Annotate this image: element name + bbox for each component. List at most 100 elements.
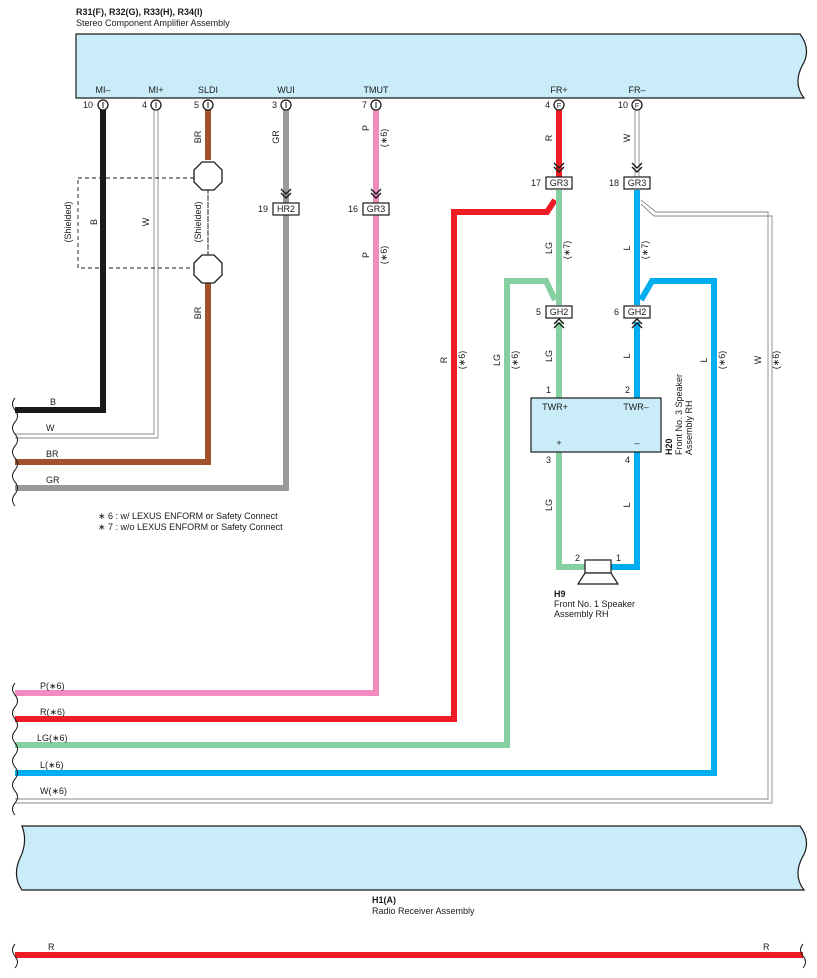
- amp-pin-mi-plus: 4: [142, 99, 162, 111]
- tweeter-name-1: Front No. 3 Speaker: [674, 374, 684, 455]
- tweeter-plus: +: [556, 438, 561, 448]
- svg-text:6: 6: [614, 307, 619, 317]
- label-shielded-right: (Shielded): [193, 201, 203, 242]
- terminal-label-tmut: TMUT: [364, 85, 389, 95]
- speaker-pin-1: 1: [616, 553, 621, 563]
- amp-pin-sldi: 5: [194, 99, 214, 111]
- terminal-label-mi-minus: MI–: [95, 85, 110, 95]
- speaker-code: H9: [554, 589, 566, 599]
- wire-w-fr-b: [15, 203, 773, 804]
- label-lg-upper-note: (∗7): [562, 241, 572, 260]
- wire-w-fr-a: [15, 199, 769, 800]
- tweeter-twr-plus: TWR+: [542, 402, 568, 412]
- svg-text:10: 10: [618, 100, 628, 110]
- amp-pin-fr-plus: F 4: [545, 99, 565, 111]
- bottom-wire-label-left: R: [48, 942, 55, 952]
- svg-text:F: F: [557, 103, 561, 110]
- label-w-mid: W: [753, 355, 763, 364]
- wire-br-lower: [15, 283, 211, 465]
- label-lg-mid: LG: [492, 354, 502, 366]
- wire-w: [15, 105, 159, 439]
- svg-text:GR3: GR3: [367, 204, 386, 214]
- exit-label-br: BR: [46, 449, 59, 459]
- tweeter-body: [530, 397, 662, 453]
- label-lg-tweeter: LG: [544, 350, 554, 362]
- wire-b: [15, 105, 106, 413]
- svg-text:7: 7: [362, 100, 367, 110]
- exit-label-l: L(∗6): [40, 760, 64, 770]
- svg-text:GR3: GR3: [550, 178, 569, 188]
- tweeter-twr-minus: TWR–: [623, 402, 649, 412]
- wire-l-to-speaker: [611, 452, 640, 570]
- svg-text:GH2: GH2: [550, 307, 569, 317]
- exit-label-p: P(∗6): [40, 681, 65, 691]
- amp-pin-wui: 3: [272, 99, 292, 111]
- svg-text:19: 19: [258, 204, 268, 214]
- amplifier-code: R31(F), R32(G), R33(H), R34(I): [76, 7, 203, 17]
- terminal-label-wui: WUI: [277, 85, 295, 95]
- amp-pin-tmut: 7: [362, 99, 382, 111]
- terminal-label-fr-plus: FR+: [550, 85, 567, 95]
- amp-pin-mi-minus: 10: [83, 99, 109, 111]
- exit-label-lg: LG(∗6): [37, 733, 68, 743]
- bottom-wire-label-right: R: [763, 942, 770, 952]
- junction-gr3-18: GR3 18: [609, 162, 651, 190]
- terminal-label-sldi: SLDI: [198, 85, 218, 95]
- label-l-upper: L: [622, 245, 632, 250]
- label-w-shielded: W: [141, 217, 151, 226]
- break-marks-left: [12, 397, 806, 969]
- exit-label-w: W: [46, 423, 55, 433]
- receiver-body: [15, 825, 808, 891]
- svg-text:3: 3: [272, 100, 277, 110]
- speaker-name-1: Front No. 1 Speaker: [554, 599, 635, 609]
- label-l-speaker: L: [622, 502, 632, 507]
- wire-lg: [15, 278, 558, 748]
- label-p-lower: P: [361, 252, 371, 258]
- tweeter-minus: –: [634, 438, 639, 448]
- exit-label-r: R(∗6): [40, 707, 65, 717]
- svg-text:4: 4: [142, 100, 147, 110]
- receiver-code: H1(A): [372, 895, 396, 905]
- label-b-shielded: B: [89, 219, 99, 225]
- receiver-name: Radio Receiver Assembly: [372, 906, 475, 916]
- shielded-box: [77, 177, 209, 269]
- svg-text:16: 16: [348, 204, 358, 214]
- amplifier-name: Stereo Component Amplifier Assembly: [76, 18, 230, 28]
- svg-text:4: 4: [545, 100, 550, 110]
- svg-text:10: 10: [83, 100, 93, 110]
- speaker-pin-2: 2: [575, 553, 580, 563]
- wire-gr: [15, 105, 289, 491]
- label-br-upper: BR: [193, 130, 203, 143]
- junction-gr3-17: GR3 17: [531, 162, 573, 190]
- wire-lg-to-speaker: [556, 452, 585, 570]
- exit-label-gr: GR: [46, 475, 60, 485]
- label-lg-speaker: LG: [544, 499, 554, 511]
- tweeter-pin-2: 2: [625, 385, 630, 395]
- speaker-icon: [576, 559, 620, 585]
- speaker-name-2: Assembly RH: [554, 609, 609, 619]
- terminal-label-fr-minus: FR–: [628, 85, 645, 95]
- label-w-upper: W: [622, 133, 632, 142]
- svg-text:GH2: GH2: [628, 307, 647, 317]
- label-l-upper-note: (∗7): [640, 241, 650, 260]
- shield-ground-top: [193, 161, 223, 191]
- label-r-upper: R: [544, 134, 554, 141]
- amp-pin-fr-minus: F 10: [618, 99, 643, 111]
- wire-p: [15, 105, 379, 696]
- amplifier-body: [75, 33, 808, 99]
- svg-text:5: 5: [194, 100, 199, 110]
- note-6: ∗ 6 : w/ LEXUS ENFORM or Safety Connect: [98, 511, 278, 521]
- svg-text:GR3: GR3: [628, 178, 647, 188]
- junction-gh2-5: GH2 5: [536, 305, 573, 329]
- svg-text:5: 5: [536, 307, 541, 317]
- label-br-lower: BR: [193, 306, 203, 319]
- wire-l: [15, 278, 717, 776]
- junction-gr3-16: GR3 16: [348, 188, 390, 216]
- tweeter-code: H20: [664, 438, 674, 455]
- exit-label-b: B: [50, 397, 56, 407]
- label-r-mid-note: (∗6): [457, 351, 467, 370]
- svg-text:F: F: [635, 103, 639, 110]
- junction-hr2-19: HR2 19: [258, 188, 300, 216]
- svg-text:18: 18: [609, 178, 619, 188]
